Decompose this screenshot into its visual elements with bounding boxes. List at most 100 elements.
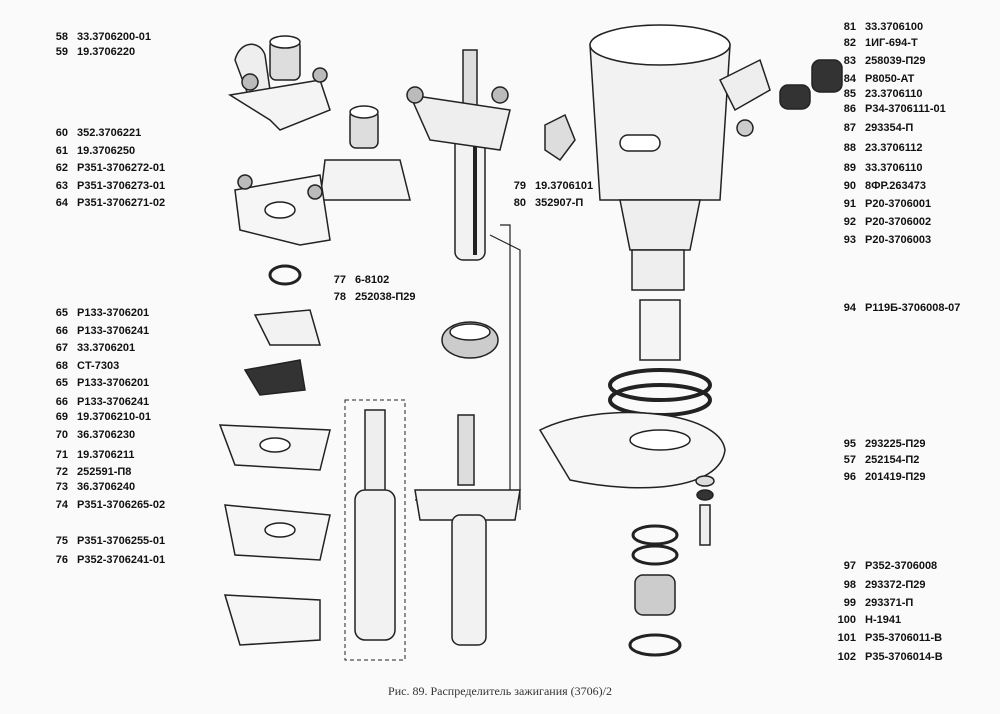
- callout-number: 85: [843, 88, 856, 100]
- callout-58: 58 33.3706200-01: [42, 31, 151, 44]
- callout-62: 62 P351-3706272-01: [42, 162, 165, 175]
- callout-number: 62: [55, 162, 68, 174]
- callout-64: 64 P351-3706271-02: [42, 197, 165, 210]
- callout-number: 66: [55, 325, 68, 337]
- callout-91: 91 P20-3706001: [830, 198, 931, 211]
- callout-number: 57: [843, 454, 856, 466]
- callout-number: 99: [843, 597, 856, 609]
- callout-number: 97: [843, 560, 856, 572]
- callout-101: 101 P35-3706011-B: [830, 632, 942, 645]
- callout-63: 63 P351-3706273-01: [42, 180, 165, 193]
- callout-number: 100: [837, 614, 856, 626]
- lower-parts: [628, 475, 715, 657]
- part-code: 293371-П: [865, 597, 914, 609]
- callout-60: 60 352.3706221: [42, 127, 141, 140]
- part-code: 293225-П29: [865, 438, 926, 450]
- part-code: P20-3706001: [865, 198, 932, 210]
- shaft-assembly: [406, 49, 576, 510]
- part-code: 252038-П29: [355, 291, 416, 303]
- part-code: P352-3706241-01: [77, 554, 166, 566]
- part-code: 19.3706211: [77, 449, 135, 461]
- callout-number: 83: [843, 55, 856, 67]
- callout-67: 67 33.3706201: [42, 342, 135, 355]
- callout-number: 64: [55, 197, 68, 209]
- part-code: P34-3706111-01: [865, 103, 946, 115]
- callout-number: 98: [843, 579, 856, 591]
- callout-number: 84: [843, 73, 856, 85]
- figure-caption: Рис. 89. Распределитель зажигания (3706)…: [388, 684, 612, 698]
- callout-number: 63: [55, 180, 68, 192]
- part-code: 23.3706110: [865, 88, 923, 100]
- callout-number: 67: [55, 342, 68, 354]
- weight-assembly-top: [227, 35, 331, 131]
- part-code: 33.3706201: [77, 342, 136, 354]
- part-code: P351-3706271-02: [77, 197, 166, 209]
- callout-number: 73: [55, 481, 68, 493]
- callout-number: 65: [55, 377, 68, 389]
- callout-66: 66 P133-3706241: [42, 325, 149, 338]
- part-code: 36.3706240: [77, 481, 136, 493]
- callout-number: 96: [843, 471, 856, 483]
- part-code: 19.3706210-01: [77, 411, 152, 423]
- callout-number: 69: [55, 411, 68, 423]
- callout-number: 60: [55, 127, 68, 139]
- callout-87: 87 293354-П: [830, 122, 914, 135]
- part-code: P133-3706201: [77, 377, 150, 389]
- part-code: 19.3706250: [77, 145, 136, 157]
- callout-number: 86: [843, 103, 856, 115]
- part-code: 33.3706200-01: [77, 31, 152, 43]
- callout-number: 91: [843, 198, 856, 210]
- distributor-housing: [538, 24, 843, 489]
- part-code: 33.3706100: [865, 21, 924, 33]
- callout-number: 70: [55, 429, 68, 441]
- part-code: CT-7303: [77, 360, 120, 372]
- callout-84: 84 P8050-AT: [830, 73, 915, 86]
- callout-85: 85 23.3706110: [830, 88, 923, 101]
- callout-number: 93: [843, 234, 856, 246]
- part-code: P8050-AT: [865, 73, 915, 85]
- callout-number: 71: [55, 449, 68, 461]
- part-code: H-1941: [865, 614, 902, 626]
- callout-number: 76: [55, 554, 68, 566]
- callout-81: 81 33.3706100: [830, 21, 923, 34]
- part-code: P35-3706011-B: [865, 632, 943, 644]
- callout-number: 94: [843, 302, 856, 314]
- part-code: P351-3706273-01: [77, 180, 166, 192]
- callout-number: 58: [55, 31, 68, 43]
- part-code: 33.3706110: [865, 162, 923, 174]
- callout-number: 81: [843, 21, 856, 33]
- breaker-plates: [218, 309, 406, 661]
- callout-61: 61 19.3706250: [42, 145, 135, 158]
- part-code: 352907-П: [535, 197, 584, 209]
- part-code: P133-3706241: [77, 325, 150, 337]
- part-code: 8ФР.263473: [865, 180, 926, 192]
- callout-number: 87: [843, 122, 856, 134]
- assembled-shaft: [414, 414, 521, 646]
- callout-number: 61: [55, 145, 68, 157]
- part-code: 352.3706221: [77, 127, 142, 139]
- part-code: P351-3706272-01: [77, 162, 166, 174]
- callout-number: 101: [837, 632, 856, 644]
- part-code: 293354-П: [865, 122, 914, 134]
- part-code: 19.3706101: [535, 180, 594, 192]
- part-code: P352-3706008: [865, 560, 938, 572]
- callout-number: 102: [837, 651, 856, 663]
